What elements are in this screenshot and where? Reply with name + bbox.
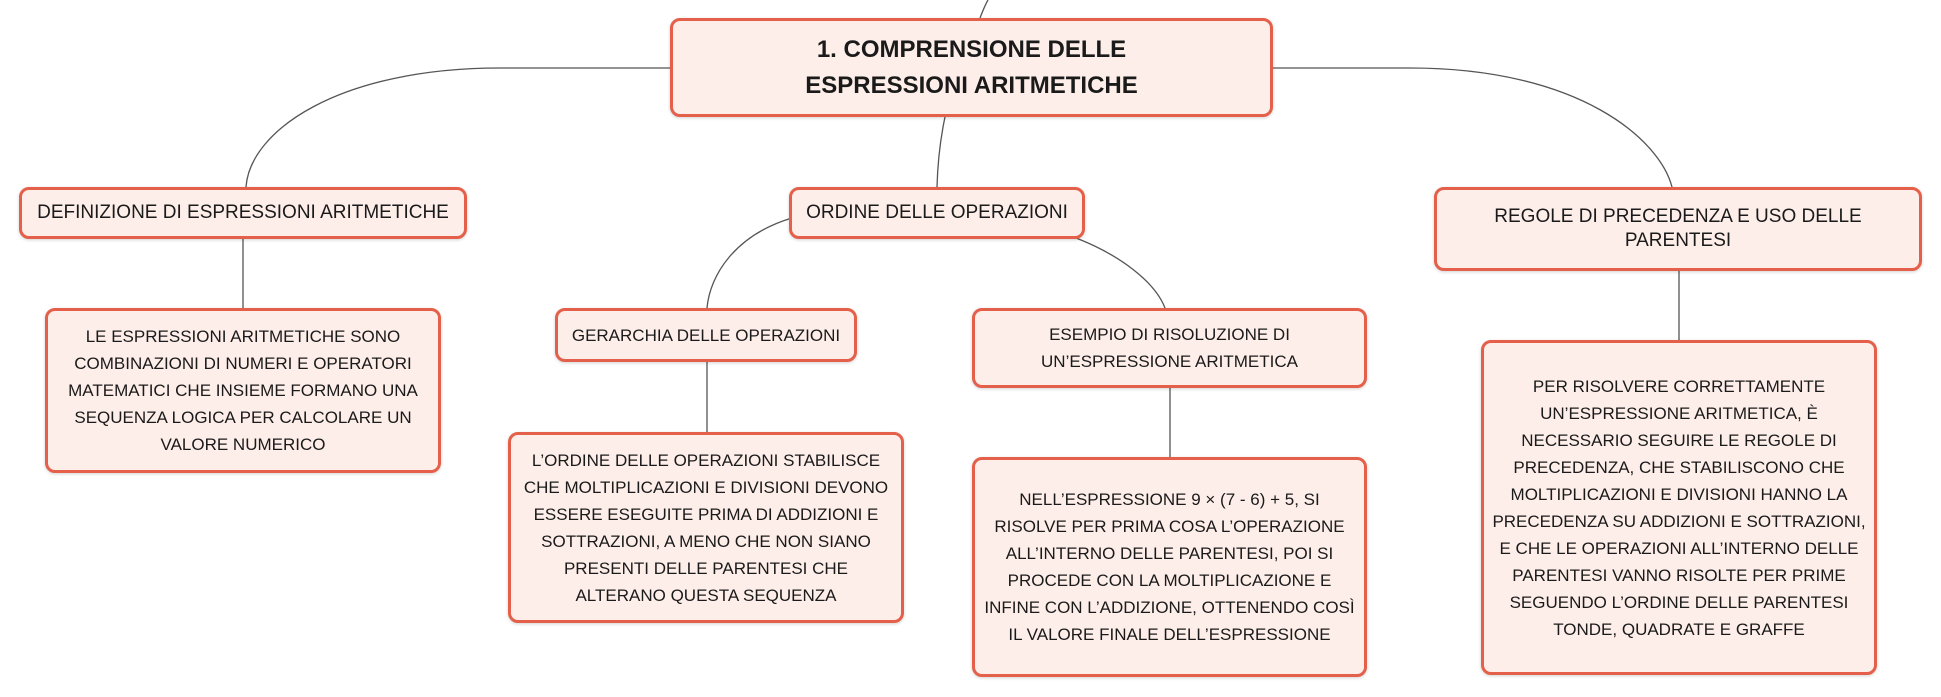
connector-ordine-esempio	[1075, 237, 1166, 309]
note-definizione[interactable]: LE ESPRESSIONI ARITMETICHE SONO COMBINAZ…	[45, 308, 441, 473]
note-regole-text: PER RISOLVERE CORRETTAMENTE UN’ESPRESSIO…	[1492, 376, 1866, 639]
topic-regole-label: REGOLE DI PRECEDENZA E USO DELLE PARENTE…	[1494, 206, 1862, 251]
connector-root-regole	[1270, 67, 1673, 188]
subtopic-esempio-label: ESEMPIO DI RISOLUZIONE DI UN’ESPRESSIONE…	[1041, 325, 1298, 371]
note-esempio-text: NELL’ESPRESSIONE 9 × (7 - 6) + 5, SI RIS…	[984, 490, 1355, 644]
root-topic[interactable]: 1. COMPRENSIONE DELLE ESPRESSIONI ARITME…	[670, 18, 1273, 117]
connector-root-ordine	[936, 116, 946, 188]
connector-root-definizione	[245, 67, 672, 188]
root-topic-label: 1. COMPRENSIONE DELLE ESPRESSIONI ARITME…	[805, 35, 1138, 99]
topic-ordine-label: ORDINE DELLE OPERAZIONI	[806, 202, 1068, 223]
topic-regole[interactable]: REGOLE DI PRECEDENZA E USO DELLE PARENTE…	[1434, 187, 1922, 271]
note-esempio[interactable]: NELL’ESPRESSIONE 9 × (7 - 6) + 5, SI RIS…	[972, 457, 1367, 677]
subtopic-esempio[interactable]: ESEMPIO DI RISOLUZIONE DI UN’ESPRESSIONE…	[972, 308, 1367, 388]
subtopic-gerarchia[interactable]: GERARCHIA DELLE OPERAZIONI	[555, 308, 857, 362]
topic-definizione[interactable]: DEFINIZIONE DI ESPRESSIONI ARITMETICHE	[19, 187, 467, 239]
subtopic-gerarchia-label: GERARCHIA DELLE OPERAZIONI	[571, 325, 841, 345]
note-regole[interactable]: PER RISOLVERE CORRETTAMENTE UN’ESPRESSIO…	[1481, 340, 1877, 675]
note-gerarchia-text: L’ORDINE DELLE OPERAZIONI STABILISCE CHE…	[523, 450, 889, 605]
connector-root-parent	[979, 0, 989, 19]
connector-ordine-gerarchia	[706, 217, 793, 309]
note-gerarchia[interactable]: L’ORDINE DELLE OPERAZIONI STABILISCE CHE…	[508, 432, 904, 623]
topic-definizione-label: DEFINIZIONE DI ESPRESSIONI ARITMETICHE	[37, 202, 449, 223]
note-definizione-text: LE ESPRESSIONI ARITMETICHE SONO COMBINAZ…	[68, 327, 418, 454]
topic-ordine[interactable]: ORDINE DELLE OPERAZIONI	[789, 187, 1085, 239]
